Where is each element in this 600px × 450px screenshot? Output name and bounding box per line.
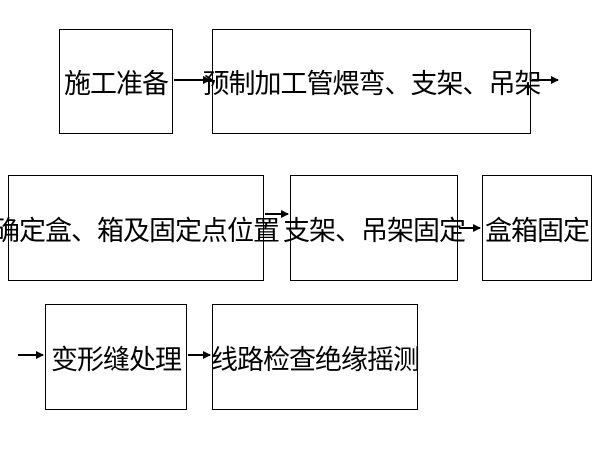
step-label: 施工准备: [64, 69, 169, 100]
step-fix-supports-hangers: 支架、吊架固定: [283, 175, 466, 281]
step-label: 盒箱固定: [485, 215, 590, 247]
step-fix-boxes: 盒箱固定: [482, 175, 592, 281]
step-label: 预制加工管煨弯、支架、吊架: [202, 69, 542, 100]
step-label: 确定盒、箱及固定点位置: [0, 215, 280, 247]
step-label: 线路检查绝缘摇测: [211, 344, 420, 376]
step-deformation-joint: 变形缝处理: [45, 304, 187, 410]
step-construction-prep: 施工准备: [59, 29, 173, 134]
step-label: 支架、吊架固定: [283, 215, 466, 247]
step-line-insulation-test: 线路检查绝缘摇测: [211, 304, 420, 410]
step-label: 变形缝处理: [51, 344, 182, 376]
step-prefab-bending-supports: 预制加工管煨弯、支架、吊架: [203, 29, 542, 134]
step-locate-boxes-fixing-points: 确定盒、箱及固定点位置: [0, 175, 280, 281]
